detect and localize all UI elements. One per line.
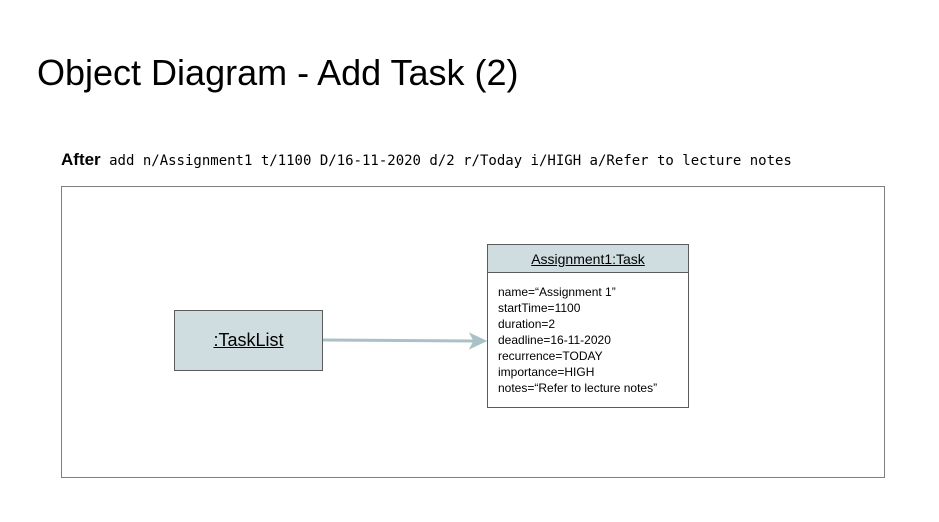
command-caption: After add n/Assignment1 t/1100 D/16-11-2… xyxy=(61,149,792,172)
arrow-head xyxy=(468,332,488,350)
task-object: Assignment1:Task name=“Assignment 1” sta… xyxy=(487,244,689,408)
diagram-canvas xyxy=(61,186,885,478)
arrow-line xyxy=(322,338,476,343)
caption-command: add n/Assignment1 t/1100 D/16-11-2020 d/… xyxy=(109,153,792,169)
task-attribute: importance=HIGH xyxy=(498,365,595,379)
task-attribute: notes=“Refer to lecture notes” xyxy=(498,381,658,395)
task-attribute: recurrence=TODAY xyxy=(498,349,603,363)
task-attribute-list: name=“Assignment 1” startTime=1100 durat… xyxy=(488,273,688,396)
tasklist-object: :TaskList xyxy=(174,310,323,371)
task-object-title: Assignment1:Task xyxy=(531,250,645,267)
task-object-header: Assignment1:Task xyxy=(488,245,688,273)
tasklist-label: :TaskList xyxy=(213,330,284,350)
slide-title: Object Diagram - Add Task (2) xyxy=(37,52,519,93)
task-attribute: startTime=1100 xyxy=(498,301,581,315)
task-attribute: deadline=16-11-2020 xyxy=(498,333,611,347)
task-attribute: name=“Assignment 1” xyxy=(498,285,616,299)
caption-label: After xyxy=(61,150,101,169)
task-attribute: duration=2 xyxy=(498,317,556,331)
